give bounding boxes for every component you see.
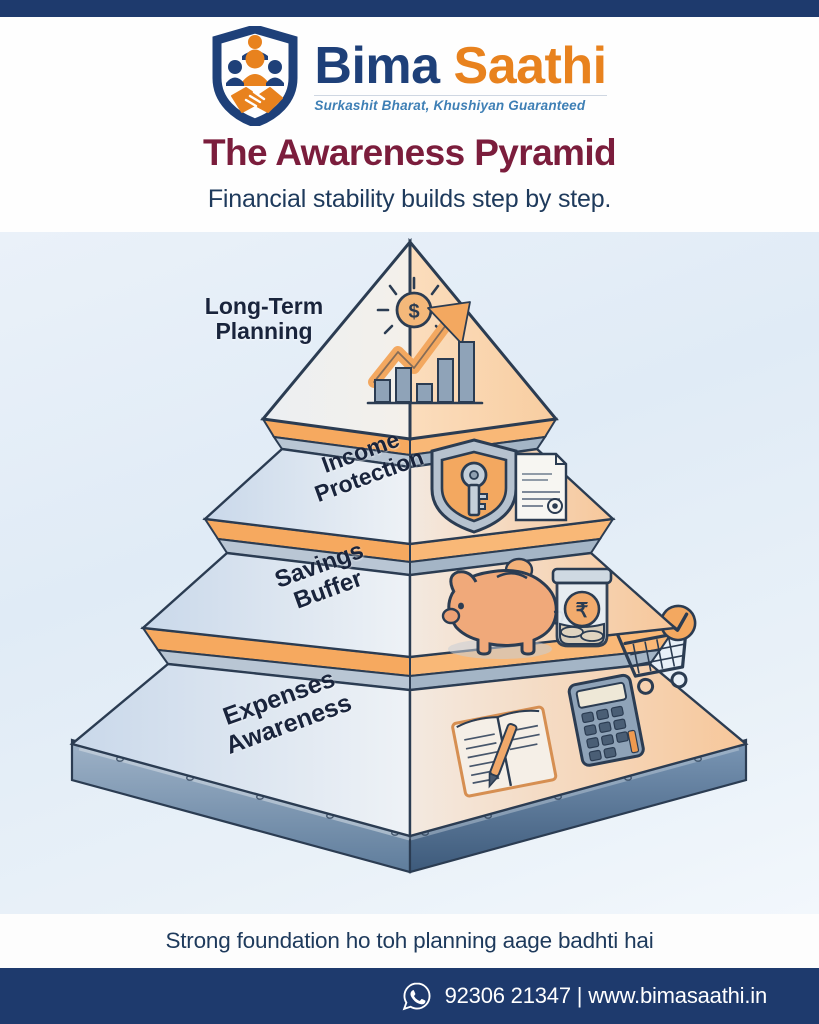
brand-wordmark: Bima Saathi Surkashit Bharat, Khushiyan … [314,37,608,113]
brand-logo: Bima Saathi Surkashit Bharat, Khushiyan … [0,22,819,130]
brand-tagline: Surkashit Bharat, Khushiyan Guaranteed [314,97,586,113]
header-section: Bima Saathi Surkashit Bharat, Khushiyan … [0,17,819,232]
pyramid-illustration: ₹ [0,232,819,914]
policy-document-icon [514,452,568,522]
key-icon [460,461,488,517]
rupee-jar-icon: ₹ [551,567,613,648]
growth-arrow-icon [368,301,471,388]
contact-footer: 92306 21347 | www.bimasaathi.in [0,968,819,1024]
pyramid-tier-4 [69,604,749,838]
page-title: The Awareness Pyramid [202,132,617,173]
brand-name-primary: Bima [314,37,440,96]
pyramid-tier-1: $ [260,237,559,441]
tier-label-long-term-planning: Long-Term Planning [204,293,324,345]
svg-text:$: $ [408,301,419,323]
brand-name: Bima Saathi [314,37,608,96]
piggy-bank-icon [441,569,565,659]
brand-divider [314,94,607,96]
notebook-pen-icon [451,705,558,798]
pyramid-tier-2 [202,417,616,546]
pyramid-tier-3: ₹ [140,517,678,659]
footer-tagline: Strong foundation ho toh planning aage b… [0,914,819,968]
brand-name-secondary: Saathi [453,37,608,96]
shield-people-handshake-icon [212,26,298,126]
bar-chart-icon [366,341,484,405]
pyramid-graphic: ₹ [69,237,749,874]
svg-text:₹: ₹ [576,600,589,622]
shield-key-icon [430,438,518,534]
contact-info: 92306 21347 | www.bimasaathi.in [444,983,768,1008]
page-subtitle: Financial stability builds step by step. [207,185,612,213]
calculator-icon [567,673,645,767]
top-accent-bar [0,0,819,17]
whatsapp-icon[interactable] [402,981,432,1011]
